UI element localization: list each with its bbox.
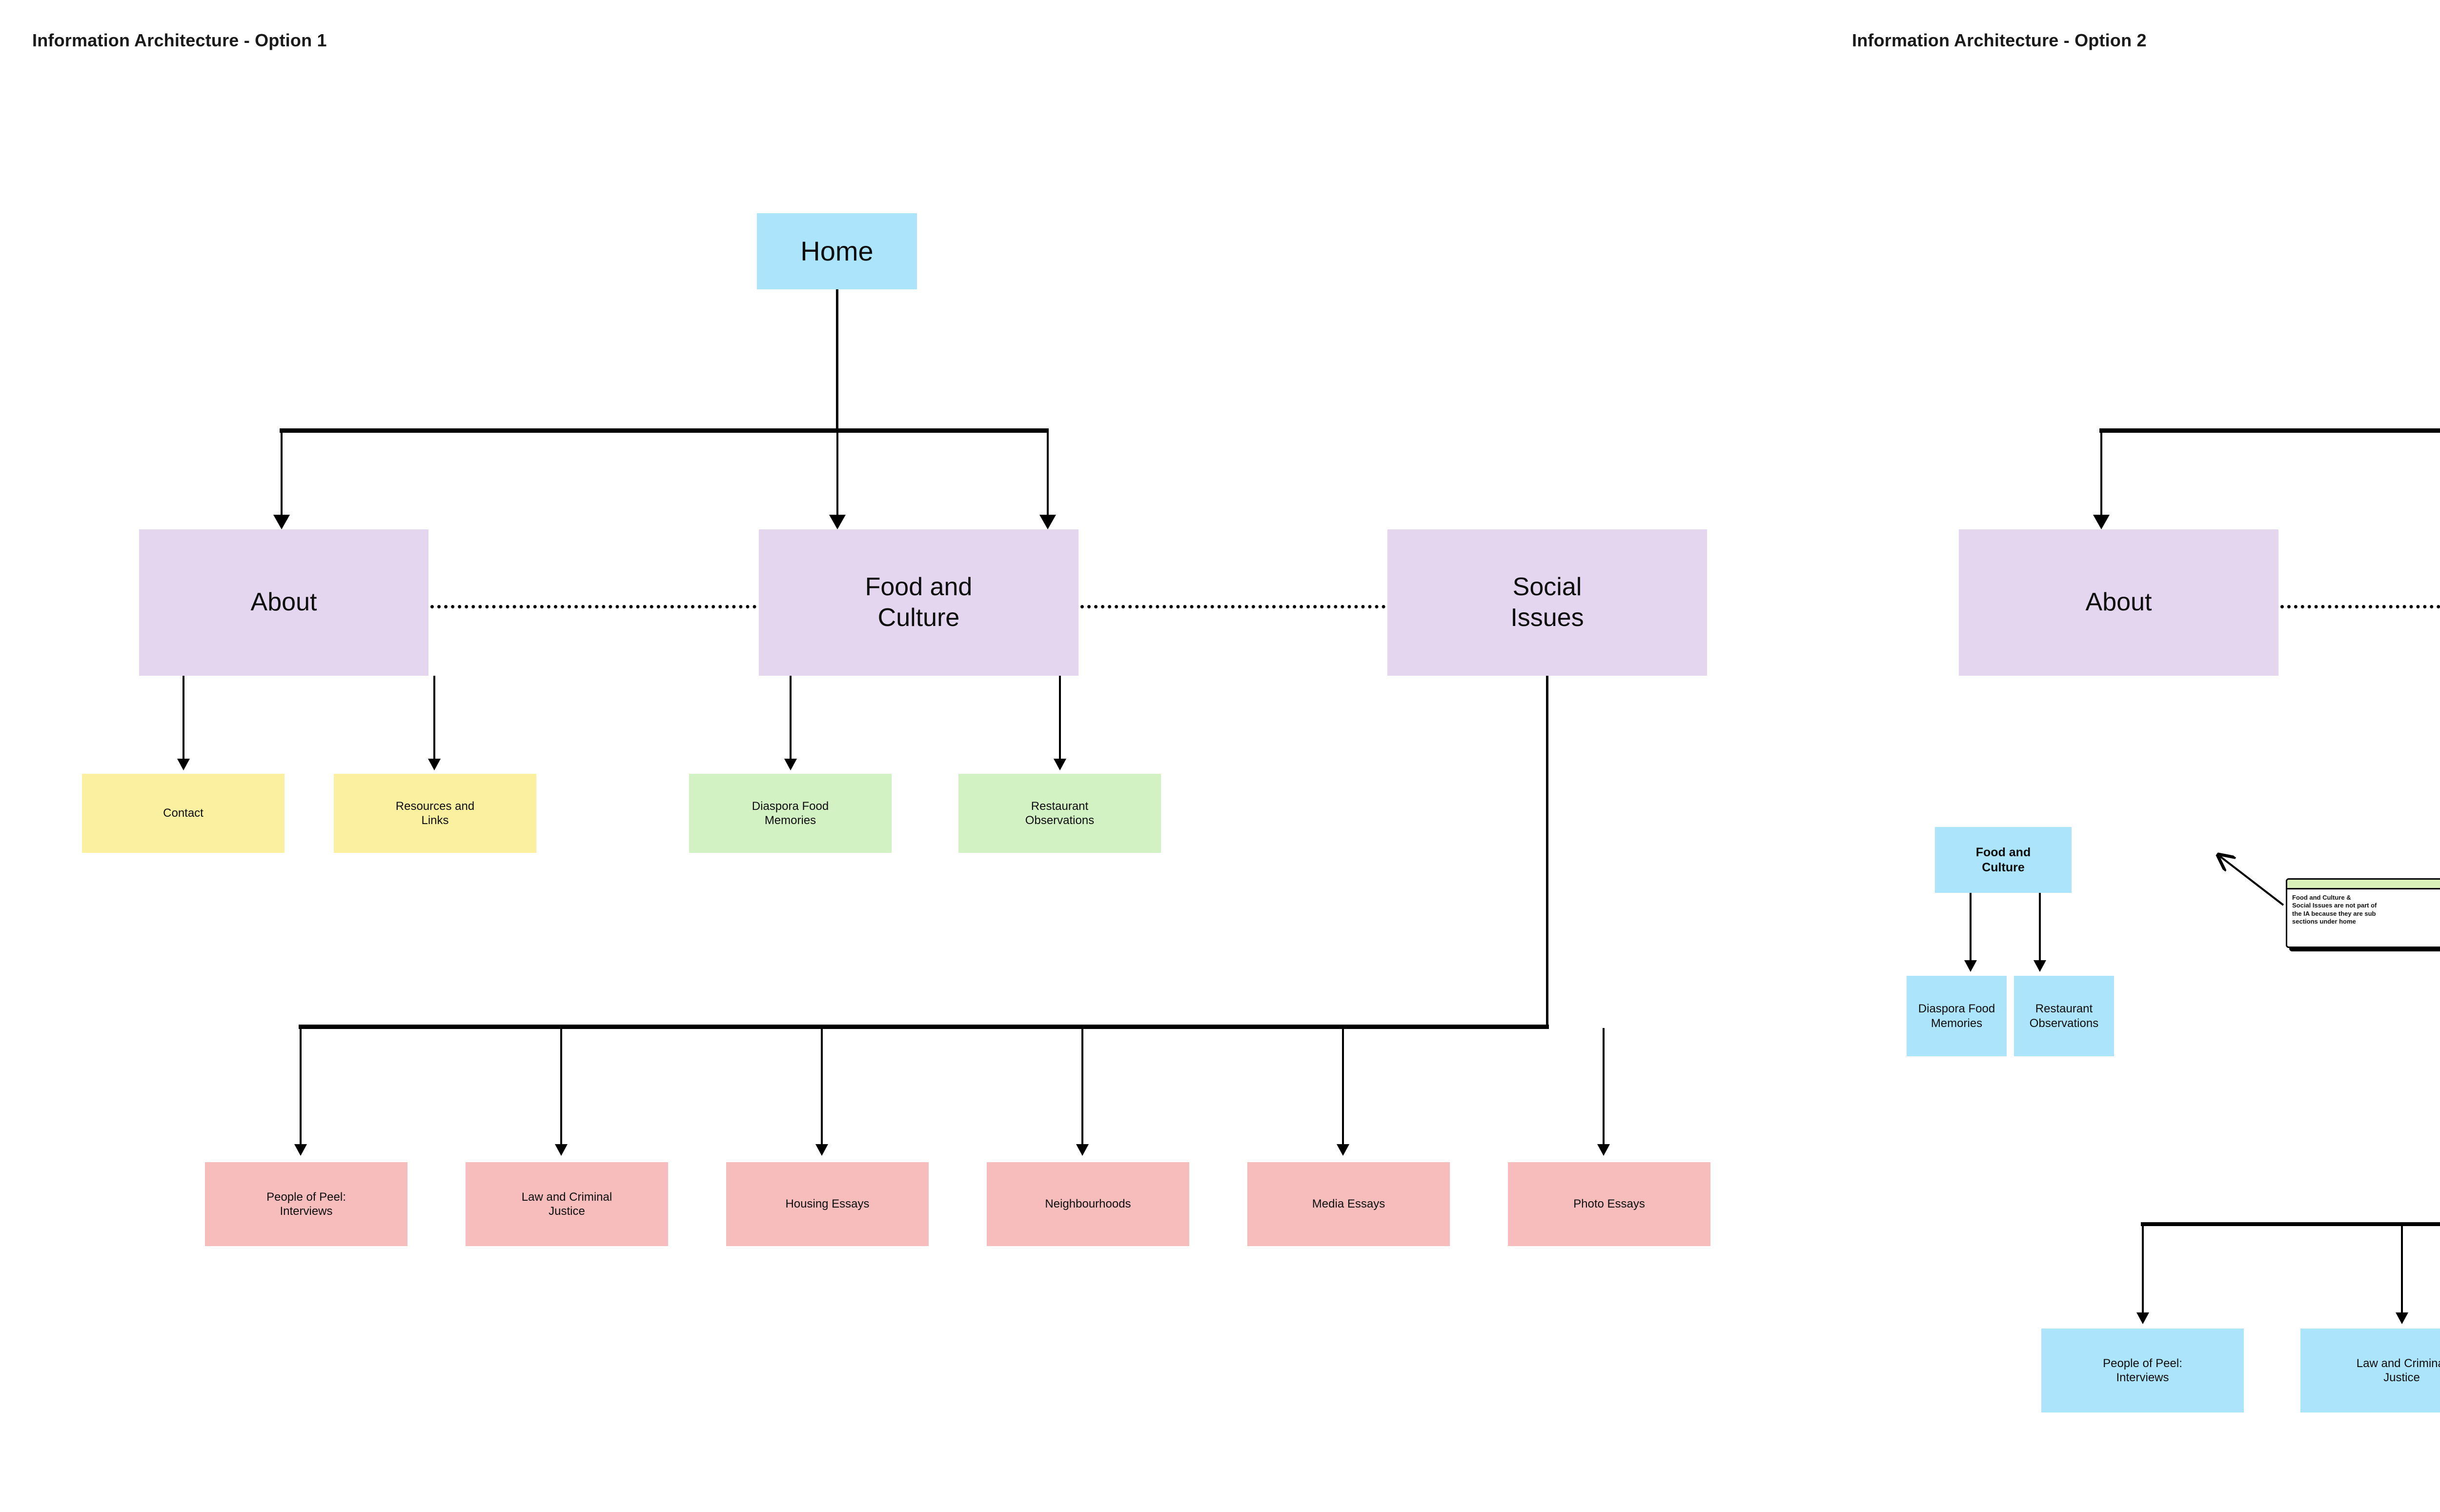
arrowhead-photo (1597, 1144, 1610, 1156)
arrowhead-restaurant (2033, 960, 2046, 972)
arrowhead-food (829, 515, 846, 529)
arrowhead-neighbourhoods (1076, 1144, 1089, 1156)
node-contact[interactable]: Contact (82, 774, 285, 853)
dotted-link-about-contact (2280, 605, 2440, 608)
node-media-essays[interactable]: Media Essays (1247, 1162, 1450, 1246)
connector-drop-about (281, 432, 283, 517)
node-food-and-culture[interactable]: Food and Culture (759, 529, 1078, 676)
node-resources-and-links[interactable]: Resources and Links (334, 774, 536, 853)
connector-food-restaurant (1059, 676, 1061, 761)
annotation-arrow-to-food (2220, 856, 2284, 906)
connector-drop-law (560, 1028, 562, 1146)
sticky-note-header (2287, 880, 2440, 889)
node-neighbourhoods[interactable]: Neighbourhoods (987, 1162, 1189, 1246)
node-people-of-peel[interactable]: People of Peel: Interviews (2041, 1329, 2244, 1412)
connector-about-contact (183, 676, 184, 761)
node-photo-essays[interactable]: Photo Essays (1508, 1162, 1710, 1246)
node-restaurant-observations[interactable]: Restaurant Observations (2014, 976, 2114, 1056)
node-law-and-criminal-justice[interactable]: Law and Criminal Justice (2300, 1329, 2440, 1412)
option-2-panel: Information Architecture - Option 2 Home… (1820, 0, 2440, 1512)
connector-about-resources (433, 676, 435, 761)
node-housing-essays[interactable]: Housing Essays (726, 1162, 929, 1246)
connector-drop-photo (1603, 1028, 1605, 1146)
connector-drop-media (1342, 1028, 1344, 1146)
arrowhead-housing (815, 1144, 828, 1156)
connector-food-restaurant (2039, 893, 2041, 963)
node-diaspora-food-memories[interactable]: Diaspora Food Memories (689, 774, 892, 853)
node-food-and-culture[interactable]: Food and Culture (1935, 827, 2072, 893)
arrowhead-social (1039, 515, 1056, 529)
arrowhead-law (555, 1144, 568, 1156)
connector-drop-neighbourhoods (1081, 1028, 1083, 1146)
connector-drop-peel (2142, 1226, 2144, 1316)
sticky-note[interactable]: Food and Culture & Social Issues are not… (2286, 878, 2440, 948)
connector-drop-housing (821, 1028, 823, 1146)
connector-drop-law (2401, 1226, 2403, 1316)
annotation-arrows (1820, 0, 2284, 906)
arrowhead-diaspora (1964, 960, 1977, 972)
arrowhead-peel (2136, 1312, 2149, 1324)
arrowhead-resources (428, 759, 441, 770)
node-people-of-peel[interactable]: People of Peel: Interviews (205, 1162, 407, 1246)
node-about[interactable]: About (139, 529, 428, 676)
arrowhead-peel (294, 1144, 307, 1156)
connector-social-bus (2141, 1222, 2440, 1226)
node-diaspora-food-memories[interactable]: Diaspora Food Memories (1907, 976, 2007, 1056)
node-about[interactable]: About (1959, 529, 2278, 676)
connector-drop-peel (300, 1028, 302, 1146)
dotted-link-food-social (1080, 605, 1385, 608)
arrowhead-law (2396, 1312, 2408, 1324)
arrowhead-restaurant (1054, 759, 1066, 770)
sticky-note-text: Food and Culture & Social Issues are not… (2292, 894, 2377, 925)
connector-social-bus (299, 1025, 1549, 1029)
dotted-link-about-food (430, 605, 756, 608)
arrowhead-contact (177, 759, 190, 770)
arrowhead-about (2093, 515, 2110, 529)
arrowhead-about (273, 515, 290, 529)
connector-food-diaspora (790, 676, 792, 761)
node-social-issues[interactable]: Social Issues (1387, 529, 1707, 676)
connector-food-diaspora (1970, 893, 1972, 963)
connector-home-stem (836, 289, 838, 430)
connector-home-bus (2099, 428, 2440, 433)
node-restaurant-observations[interactable]: Restaurant Observations (958, 774, 1161, 853)
node-home[interactable]: Home (757, 213, 917, 289)
connector-drop-food (836, 432, 838, 517)
arrowhead-media (1337, 1144, 1349, 1156)
option-1-panel: Information Architecture - Option 1 Home… (32, 30, 1710, 1246)
option-1-title: Information Architecture - Option 1 (32, 30, 327, 50)
node-law-and-criminal-justice[interactable]: Law and Criminal Justice (466, 1162, 668, 1246)
connector-drop-social (1047, 432, 1049, 517)
arrowhead-diaspora (784, 759, 797, 770)
connector-drop-about (2100, 432, 2102, 517)
option-2-title: Information Architecture - Option 2 (1852, 30, 2147, 50)
connector-home-bus (280, 428, 1049, 433)
connector-social-stem (1546, 676, 1548, 1027)
